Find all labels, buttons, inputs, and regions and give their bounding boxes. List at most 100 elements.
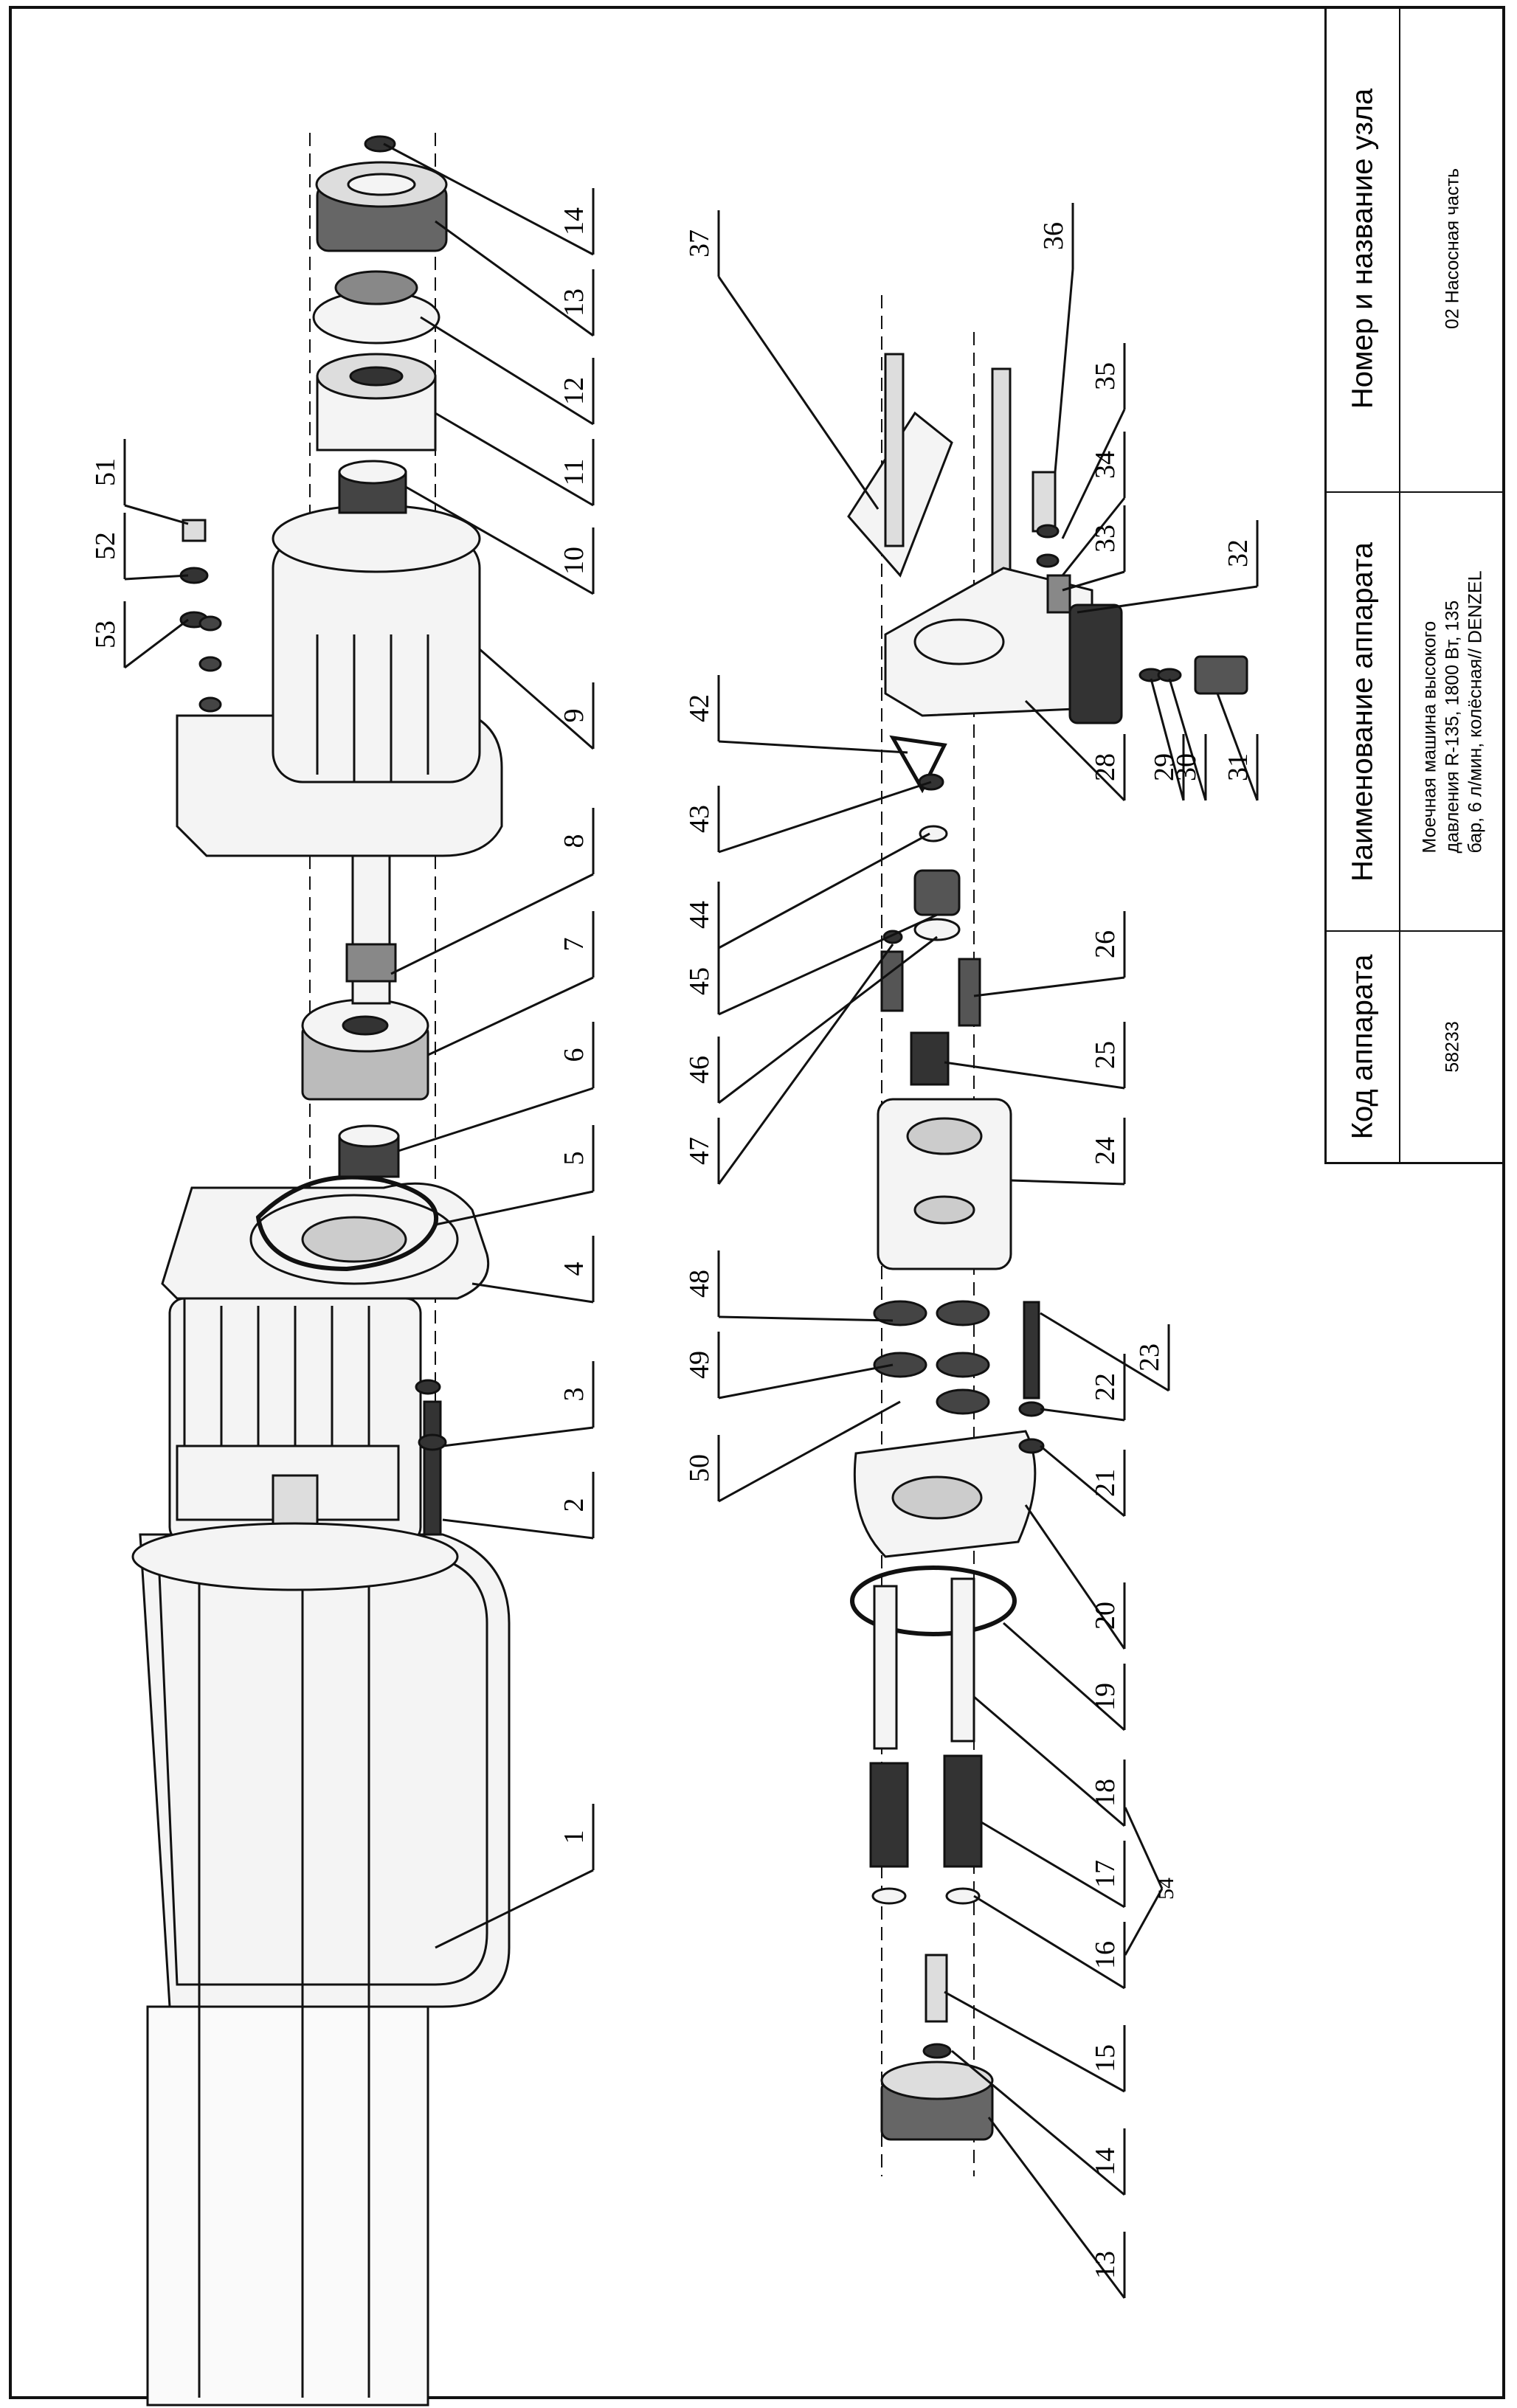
leader-line [442, 1518, 594, 1540]
leader-line [718, 832, 930, 949]
callout-upper-51: 51 [90, 458, 121, 486]
leader-line [124, 618, 189, 669]
part-13-bearing [315, 161, 448, 252]
leader-line [973, 1695, 1125, 1827]
leader-line [1077, 585, 1258, 614]
group-label-54: 54 [1154, 1878, 1178, 1900]
callout-lower-48: 48 [684, 1270, 715, 1298]
leader-line [435, 220, 594, 337]
callout-lower-42: 42 [684, 694, 715, 722]
header-code-label: Код аппарата [1346, 954, 1379, 1140]
part-13-bearing-lower [880, 2061, 994, 2141]
title-block: Номер и название узла Наименование аппар… [1324, 6, 1505, 1164]
leader-line [1150, 678, 1185, 801]
callout-lower-24: 24 [1090, 1137, 1121, 1165]
callout-lower-19: 19 [1090, 1683, 1121, 1711]
callout-lower-43: 43 [684, 805, 715, 833]
callout-upper-5: 5 [559, 1152, 590, 1166]
callout-lower-47: 47 [684, 1137, 715, 1165]
leader-line [124, 504, 189, 525]
part-15-screw [925, 1954, 948, 2023]
title-block-header-code: Код аппарата [1327, 932, 1400, 1162]
callout-lower-44: 44 [684, 901, 715, 929]
part-5-o-ring [255, 1174, 439, 1272]
part-19-o-ring [850, 1565, 1017, 1636]
callout-lower-46: 46 [684, 1056, 715, 1084]
leader-line [718, 740, 908, 754]
part-11-bearing [316, 353, 437, 452]
group-bracket-54 [1124, 1807, 1164, 1956]
part-42-47-valves [882, 735, 961, 944]
part-2-3-screws [415, 1379, 447, 1536]
leader-line [718, 781, 932, 854]
leader-line [718, 913, 938, 1016]
callout-lower-18: 18 [1090, 1779, 1121, 1807]
leader-line [1168, 678, 1207, 801]
callout-lower-29: 29 [1149, 753, 1180, 781]
leader-line [717, 276, 880, 510]
part-18-pistons [873, 1577, 975, 1750]
title-block-value-unit: 02 Насосная часть [1400, 6, 1505, 493]
leader-line [718, 1363, 894, 1400]
part-7-gear [301, 998, 429, 1101]
part-21-23-screws [1018, 1301, 1045, 1454]
leader-line [717, 944, 894, 1185]
callout-lower-50: 50 [684, 1454, 715, 1482]
callout-lower-45: 45 [684, 967, 715, 995]
leader-line [1054, 269, 1074, 473]
callout-lower-35: 35 [1090, 362, 1121, 390]
name-value: Моечная машина высокого давления R-135, … [1419, 570, 1486, 853]
callout-lower-37: 37 [684, 229, 715, 257]
drawing-frame [9, 6, 1505, 2399]
leader-line [435, 412, 594, 507]
callout-lower-33: 33 [1090, 525, 1121, 553]
leader-line [981, 1821, 1125, 1909]
leader-line [124, 574, 189, 581]
leader-line [398, 1087, 594, 1152]
leader-line [1040, 1312, 1169, 1392]
callout-lower-26: 26 [1090, 930, 1121, 958]
header-name-label: Наименование аппарата [1346, 542, 1379, 882]
callout-lower-28: 28 [1090, 753, 1121, 781]
title-block-header-name: Наименование аппарата [1327, 493, 1400, 932]
callout-lower-32: 32 [1223, 539, 1254, 567]
callout-lower-23: 23 [1134, 1343, 1165, 1371]
part-17-springs [869, 1754, 983, 1868]
leader-line [1062, 570, 1125, 592]
leader-line [1061, 497, 1126, 576]
callout-upper-2: 2 [559, 1498, 590, 1512]
callout-lower-49: 49 [684, 1351, 715, 1379]
part-16-washers [871, 1887, 981, 1905]
part-24-cylinder-head [877, 1098, 1012, 1270]
callout-labels: 1234567891011121314515253131415161718192… [90, 207, 1254, 2279]
leader-line [1003, 1622, 1125, 1731]
callout-upper-1: 1 [559, 1830, 590, 1844]
callout-upper-14: 14 [559, 207, 590, 235]
callout-upper-8: 8 [559, 834, 590, 848]
leader-line [718, 1315, 894, 1322]
callout-lower-36: 36 [1038, 222, 1069, 250]
callout-upper-3: 3 [559, 1388, 590, 1402]
part-51-53-small-parts [179, 519, 222, 713]
part-12-washer [312, 270, 440, 345]
leader-line [471, 1282, 594, 1304]
part-1-motor-cover [139, 1533, 511, 2407]
leader-line [944, 1061, 1125, 1090]
callout-upper-13: 13 [559, 288, 590, 316]
label-underlines [123, 188, 1259, 2298]
leader-line [405, 485, 594, 595]
title-block-header-unit: Номер и название узла [1327, 6, 1400, 493]
leader-line [1010, 1179, 1125, 1186]
callout-lower-30: 30 [1171, 753, 1202, 781]
callout-lower-25: 25 [1090, 1041, 1121, 1069]
callout-lower-22: 22 [1090, 1373, 1121, 1401]
part-4-flange [161, 1182, 490, 1300]
title-block-value-name: Моечная машина высокого давления R-135, … [1400, 493, 1505, 932]
leader-line [944, 1990, 1125, 2093]
callout-upper-11: 11 [559, 459, 590, 486]
part-motor-stator [131, 1297, 459, 1591]
part-25-26-springs [880, 950, 981, 1086]
part-28-manifold [884, 567, 1123, 724]
callout-upper-53: 53 [90, 620, 121, 648]
